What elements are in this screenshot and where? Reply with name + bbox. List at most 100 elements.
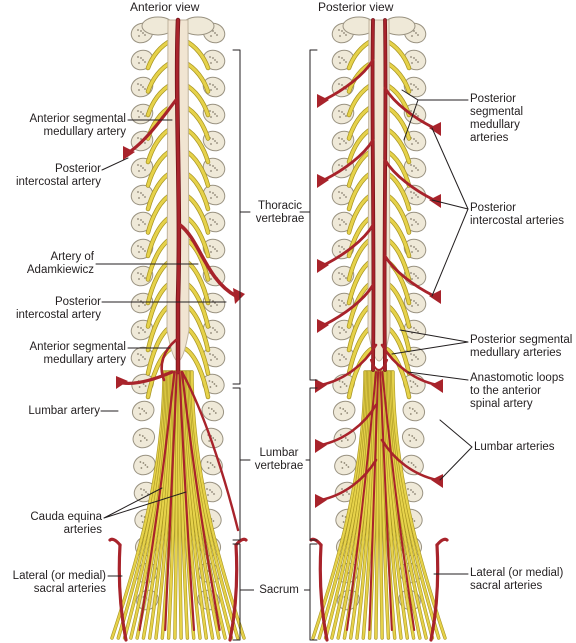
bone-texture-dot	[341, 467, 344, 469]
thoracic-bracket-anterior	[232, 49, 241, 385]
bone-texture-dot	[413, 273, 415, 275]
bone-texture-dot	[341, 327, 343, 329]
bone-texture-dot	[411, 435, 414, 437]
bone-texture-dot	[412, 491, 414, 493]
anterior-view-title: Anterior view	[130, 0, 200, 14]
bone-texture-dot	[339, 143, 341, 145]
bone-texture-dot	[207, 407, 210, 409]
bone-texture-dot	[209, 164, 211, 166]
bone-texture-dot	[140, 165, 142, 167]
bone-texture-dot	[410, 56, 412, 58]
bone-texture-dot	[339, 278, 341, 280]
bone-texture-dot	[411, 35, 413, 37]
bone-texture-dot	[214, 59, 216, 61]
bone-texture-dot	[210, 408, 213, 410]
bone-texture-dot	[139, 413, 142, 415]
bone-texture-dot	[339, 407, 342, 409]
bone-texture-dot	[213, 493, 215, 495]
bone-texture-dot	[411, 170, 413, 172]
bone-texture-dot	[212, 354, 214, 356]
arteries	[309, 18, 449, 642]
vertebra-piece	[334, 454, 357, 476]
bone-texture-dot	[137, 353, 139, 355]
bone-texture-dot	[410, 191, 412, 193]
bone-texture-dot	[415, 356, 417, 358]
bone-texture-dot	[210, 143, 212, 145]
bone-texture-dot	[137, 137, 139, 139]
bone-texture-dot	[415, 221, 417, 223]
bone-texture-dot	[214, 167, 216, 169]
cauda-equina-artery	[178, 370, 196, 632]
bone-texture-dot	[411, 224, 413, 226]
bone-texture-dot	[210, 35, 212, 37]
bone-texture-dot	[345, 304, 347, 306]
bone-texture-dot	[211, 381, 214, 383]
bone-texture-dot	[413, 410, 416, 412]
bone-texture-dot	[343, 140, 345, 142]
bone-texture-dot	[140, 84, 142, 86]
bone-texture-dot	[343, 32, 345, 34]
bone-texture-dot	[341, 354, 343, 356]
bone-texture-dot	[137, 191, 139, 193]
bone-texture-dot	[140, 300, 142, 302]
cauda-equina-artery	[381, 371, 416, 631]
bone-texture-dot	[417, 142, 419, 144]
bone-texture-dot	[411, 305, 413, 307]
bone-texture-dot	[338, 299, 340, 301]
bone-texture-dot	[209, 245, 211, 247]
bone-texture-dot	[410, 218, 412, 220]
bone-texture-dot	[408, 494, 410, 496]
bone-texture-dot	[340, 440, 343, 442]
bone-texture-dot	[341, 515, 344, 517]
vertebra-piece	[132, 427, 156, 449]
bone-texture-dot	[411, 62, 413, 64]
bone-texture-dot	[139, 440, 142, 442]
bone-texture-dot	[144, 223, 146, 225]
bone-texture-dot	[214, 113, 216, 115]
posterior-intercostal-artery-stub	[317, 259, 329, 273]
bone-texture-dot	[413, 327, 415, 329]
bone-texture-dot	[415, 32, 417, 34]
bone-texture-dot	[345, 223, 347, 225]
bone-texture-dot	[415, 86, 417, 88]
bone-texture-dot	[339, 434, 342, 436]
bone-texture-dot	[344, 410, 347, 412]
bone-texture-dot	[413, 84, 415, 86]
bone-texture-dot	[417, 115, 419, 117]
bone-texture-dot	[216, 115, 218, 117]
cauda-equina-artery	[379, 371, 393, 631]
bone-texture-dot	[411, 89, 413, 91]
bone-texture-dot	[411, 143, 413, 145]
vertebra-piece	[332, 400, 356, 422]
posterior-intercostal-artery-stub	[123, 146, 135, 160]
bone-texture-dot	[141, 521, 144, 523]
bone-texture-dot	[209, 386, 212, 388]
bone-texture-dot	[415, 439, 418, 441]
leader-line	[407, 371, 469, 381]
lateral-sacral-artery	[429, 543, 440, 642]
bone-texture-dot	[339, 116, 341, 118]
bone-texture-dot	[411, 251, 413, 253]
vertebra-piece	[401, 454, 424, 476]
bone-texture-dot	[409, 440, 412, 442]
bone-texture-dot	[415, 59, 417, 61]
bone-texture-dot	[140, 57, 142, 59]
bone-texture-dot	[345, 385, 348, 387]
thoracic-bracket-posterior	[309, 49, 318, 381]
posterior-intercostal-artery-stub	[429, 290, 441, 304]
bone-texture-dot	[342, 494, 344, 496]
bone-texture-dot	[212, 437, 215, 439]
arteries	[108, 17, 248, 642]
bone-texture-dot	[345, 142, 347, 144]
bone-texture-dot	[144, 464, 147, 466]
lumbar-segmental-artery	[180, 370, 240, 532]
bone-texture-dot	[341, 30, 343, 32]
bone-texture-dot	[140, 273, 142, 275]
bone-texture-dot	[137, 326, 139, 328]
bone-texture-dot	[144, 196, 146, 198]
bone-texture-dot	[413, 57, 415, 59]
bone-texture-dot	[343, 329, 345, 331]
bone-texture-dot	[142, 248, 144, 250]
